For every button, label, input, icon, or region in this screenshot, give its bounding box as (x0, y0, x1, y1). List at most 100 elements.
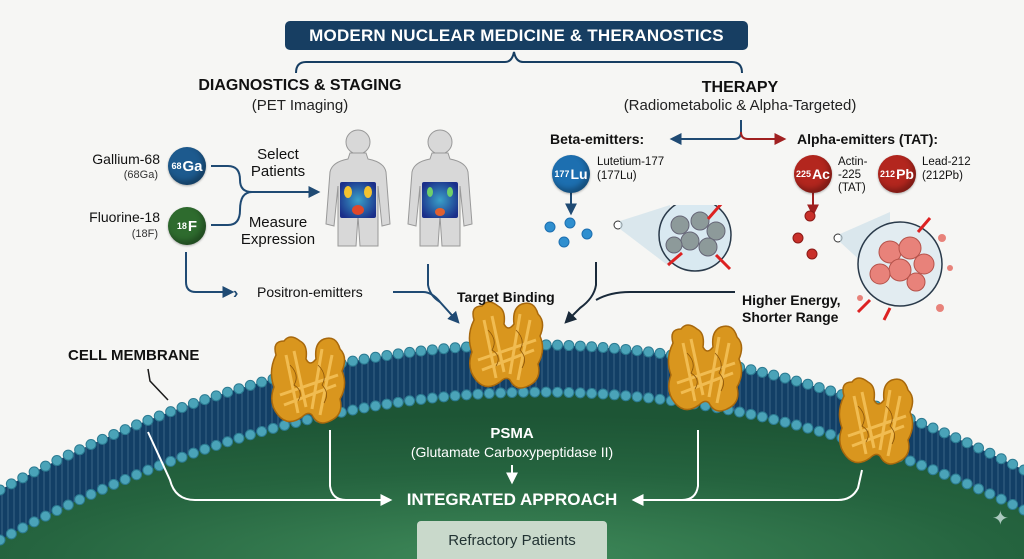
integrated-approach-label: INTEGRATED APPROACH (406, 490, 618, 509)
beta-emitters-heading: Beta-emitters: (550, 131, 645, 147)
lipid-head (165, 455, 177, 467)
lipid-head (392, 348, 404, 360)
lipid-head (586, 387, 598, 399)
lipid-head (0, 484, 6, 496)
isotope-symbol-ga: (68Ga) (123, 169, 158, 181)
lipid-head (756, 366, 768, 378)
lipid-head (369, 351, 381, 363)
lipid-head (153, 410, 165, 422)
lipid-head (187, 447, 199, 459)
higher-energy-label: Higher Energy, (742, 292, 841, 308)
lipid-head (779, 372, 791, 384)
lipid-head (438, 343, 450, 355)
lipid-head (244, 429, 256, 441)
lipid-head (904, 455, 916, 467)
lipid-head (51, 505, 63, 517)
lipid-head (426, 344, 438, 356)
lipid-head (449, 390, 461, 402)
lipid-head (631, 391, 643, 403)
lipid-head (756, 411, 768, 423)
lipid-head (790, 375, 802, 387)
psma-label: PSMA (490, 425, 534, 442)
lipid-head (927, 464, 939, 476)
alpha-emitters-heading: Alpha-emitters (TAT): (797, 131, 939, 147)
lipid-head (301, 414, 313, 426)
membrane-pointer (147, 368, 169, 401)
lipid-head (586, 341, 598, 353)
lipid-head (995, 453, 1007, 465)
lipid-head (654, 347, 666, 359)
lipid-head (950, 432, 962, 444)
lipid-head (108, 478, 120, 490)
lipid-head (5, 528, 17, 540)
lipid-head (643, 392, 655, 404)
lipid-head (392, 396, 404, 408)
therapy-subheading: (Radiometabolic & Alpha-Targeted) (623, 97, 857, 114)
psma-full-name: (Glutamate Carboxypeptidase II) (410, 444, 614, 460)
lipid-head (404, 395, 416, 407)
lipid-head (233, 432, 245, 444)
lipid-head (540, 386, 552, 398)
measure-expression-label: Measure Expression (240, 214, 316, 248)
lipid-head (415, 345, 427, 357)
lipid-head (142, 414, 154, 426)
beta-tumor-illustration (544, 205, 732, 272)
lipid-head (199, 443, 211, 455)
lipid-head (369, 400, 381, 412)
diagnostics-subheading: (PET Imaging) (251, 97, 349, 114)
lipid-head (574, 340, 586, 352)
lipid-head (62, 449, 74, 461)
lipid-head (187, 397, 199, 409)
lipid-head (995, 493, 1007, 505)
lipid-head (608, 342, 620, 354)
lipid-head (961, 437, 973, 449)
lipid-head (85, 438, 97, 450)
lipid-head (96, 433, 108, 445)
lipid-head (233, 383, 245, 395)
lipid-head (620, 390, 632, 402)
lipid-head (222, 386, 234, 398)
lipid-head (620, 343, 632, 355)
therapy-heading: THERAPY (701, 79, 779, 96)
lipid-head (449, 342, 461, 354)
lipid-head (597, 341, 609, 353)
lipid-head (552, 386, 564, 398)
lipid-head (210, 390, 222, 402)
lipid-head (768, 369, 780, 381)
lipid-head (472, 388, 484, 400)
lipid-head (984, 488, 996, 500)
lipid-head (96, 483, 108, 495)
lipid-head (802, 378, 814, 390)
isotope-symbol-f: (18F) (131, 228, 158, 240)
lipid-head (734, 406, 746, 418)
select-patients-label: Select Patients (250, 146, 306, 180)
lipid-head (40, 510, 52, 522)
lipid-head (256, 426, 268, 438)
sparkle-icon: ✦ (992, 508, 1009, 530)
lipid-head (404, 346, 416, 358)
lipid-head (460, 389, 472, 401)
lipid-head (0, 534, 6, 546)
alpha-arrow (740, 131, 787, 145)
lipid-head (1007, 499, 1019, 511)
lipid-head (28, 516, 40, 528)
lipid-head (802, 422, 814, 434)
lipid-head (74, 494, 86, 506)
lipid-head (5, 478, 17, 490)
lipid-head (745, 408, 757, 420)
lipid-head (381, 350, 393, 362)
lipid-head (916, 417, 928, 429)
lipid-head (51, 455, 63, 467)
lipid-head (244, 379, 256, 391)
diagnostics-heading: DIAGNOSTICS & STAGING (198, 77, 402, 94)
lipid-head (950, 473, 962, 485)
lutetium-symbol: (177Lu) (597, 170, 637, 182)
select-arrow (211, 165, 321, 198)
lipid-head (17, 522, 29, 534)
lipid-head (358, 353, 370, 365)
lipid-head (984, 447, 996, 459)
